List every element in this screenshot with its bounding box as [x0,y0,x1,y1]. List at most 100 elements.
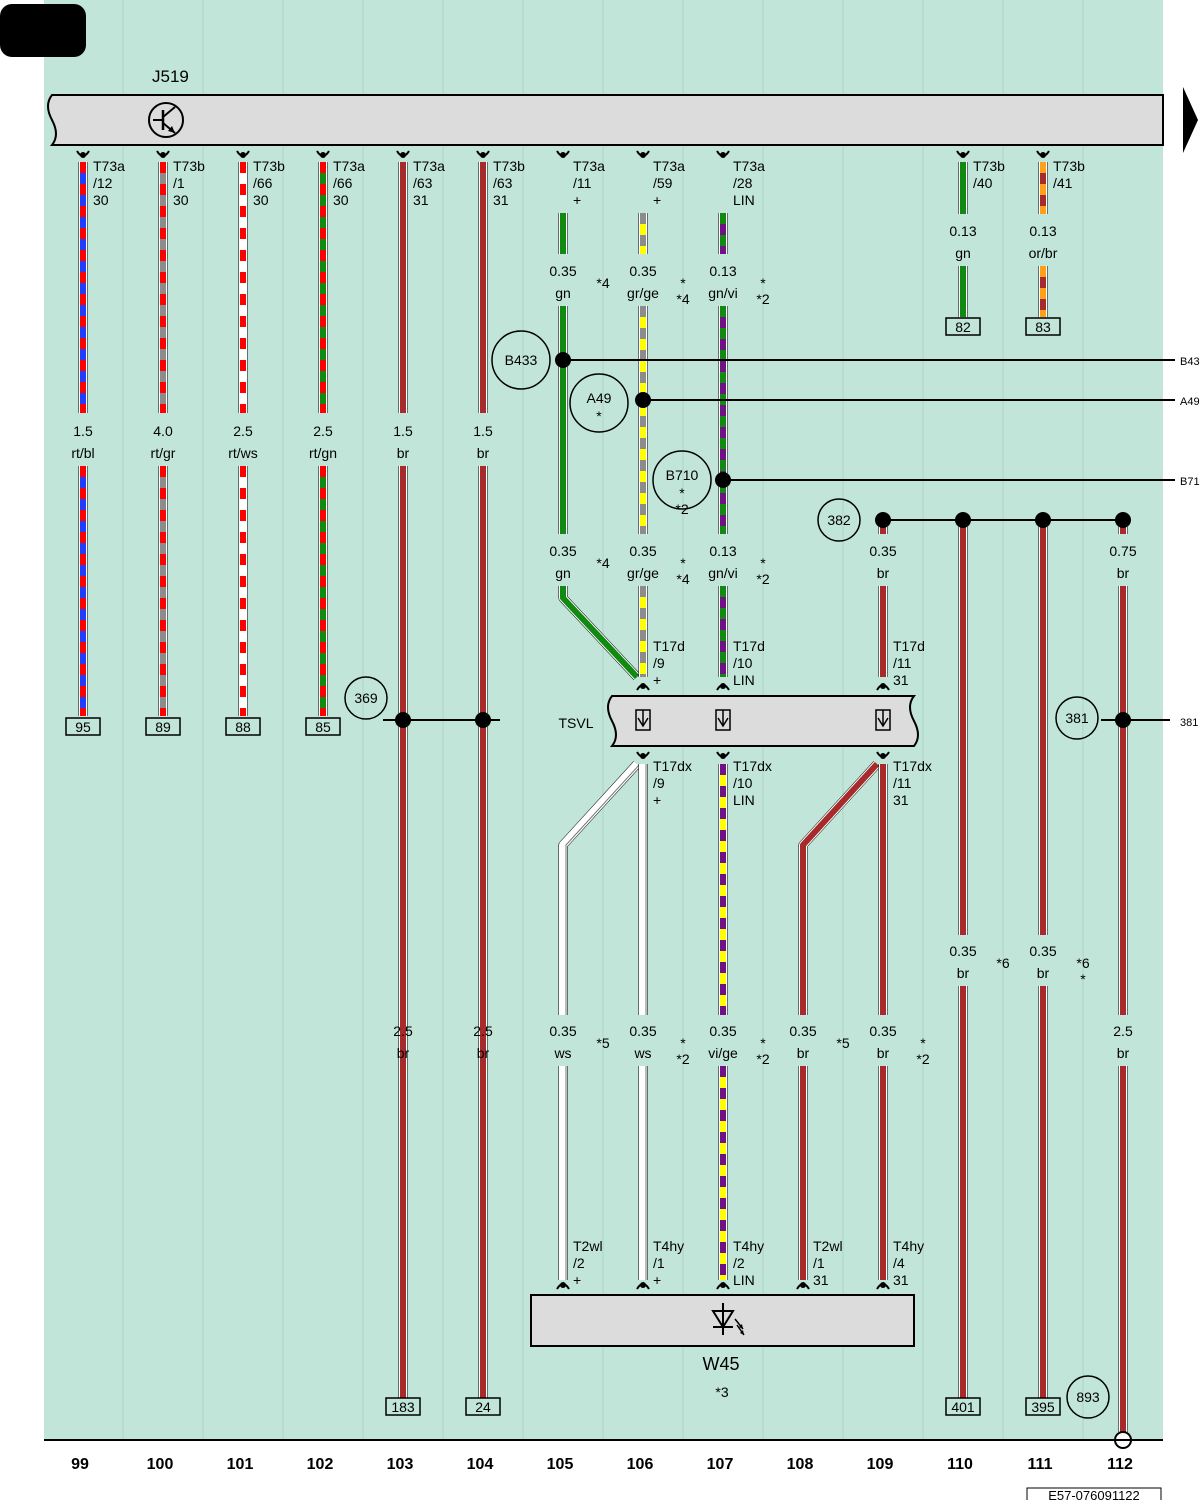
wire-color-label: rt/gr [151,445,176,461]
wire-color-label: br [877,565,890,581]
footnote-line: * [679,485,685,501]
pin-label: /4 [893,1255,905,1271]
pin-label: /10 [733,655,753,671]
transistor-collector [162,106,176,118]
wire-size-label: 0.13 [949,223,976,239]
pin-terminal-icon [716,751,730,759]
wire-color-label: gr/ge [627,285,659,301]
pin-label: + [653,672,661,688]
pin-label: T17d [653,638,685,654]
pin-dot [720,683,726,689]
wire-105 [558,1066,568,1280]
pin-label: T17dx [733,758,772,774]
wire-105-diag [558,586,641,681]
wire-size-label: 0.35 [789,1023,816,1039]
wire-layer [78,162,1128,1432]
pin-label: /41 [1053,175,1073,191]
column-number: 108 [787,1456,814,1473]
right-reference: A49 [1180,396,1200,408]
pin-terminal-icon [236,150,250,158]
page-tab-marker [0,4,86,57]
connection-circle [817,498,861,542]
pin-terminal-icon [636,683,650,691]
led-ray-heads [739,1324,744,1335]
pin-dot [800,1282,806,1288]
pin-dot [880,1282,886,1288]
wire-108-diag [798,760,881,1015]
pin-terminal-icon [76,150,90,158]
footnote-line: *4 [596,275,609,291]
column-number: 99 [71,1456,89,1473]
wire-size-label: 0.35 [629,543,656,559]
wire-size-label: 0.35 [949,943,976,959]
wire-size-label: 2.5 [313,423,333,439]
wire-size-label: 0.35 [549,263,576,279]
reference-box [945,317,981,336]
footnote-line: *4 [676,571,689,587]
pin-terminal-icon [476,150,490,158]
pin-dot [880,683,886,689]
footnote-label: **2 [756,275,769,307]
pin-dot [640,152,646,158]
reference-number: 83 [1035,319,1051,335]
reference-box [225,717,261,736]
footer-code-box [1026,1487,1162,1500]
pin-label: T4hy [653,1238,684,1254]
pin-dot [160,152,166,158]
pin-label: T73a [733,158,765,174]
pin-label: /2 [573,1255,585,1271]
pin-label: /66 [253,175,273,191]
wire-size-label: 0.35 [709,1023,736,1039]
wire-color-label: gn/vi [708,565,738,581]
wire-size-label: 0.35 [549,543,576,559]
reference-box [385,1397,421,1416]
footnote-label: *5 [596,1035,609,1051]
pin-label: 31 [813,1272,829,1288]
pin-terminal-icon [556,1282,570,1290]
reference-box [145,717,181,736]
wire-color-label: rt/ws [228,445,258,461]
pin-terminal-icon [956,150,970,158]
pin-label: + [653,192,661,208]
pin-label: T73a [573,158,605,174]
footer-code: E57-076091122 [1048,1488,1140,1500]
pin-label: /1 [653,1255,665,1271]
footnote-line: * [760,275,766,291]
wire-color-label: gn [555,285,571,301]
pin-label: 30 [93,192,109,208]
wire-size-label: 0.35 [549,1023,576,1039]
pin-label: /10 [733,775,753,791]
pin-label: T2wl [573,1238,603,1254]
connection-label: A49 [587,390,612,406]
wire-size-label: 1.5 [473,423,493,439]
wire-color-label: rt/bl [71,445,94,461]
footnote-label: **2 [676,1035,689,1067]
pin-label: T4hy [893,1238,924,1254]
pin-label: /66 [333,175,353,191]
connector-pin-icon [875,709,891,731]
pin-label: T17d [893,638,925,654]
pin-dot [80,152,86,158]
pin-label: 31 [493,192,509,208]
connection-label: 381 [1065,710,1089,726]
pin-dot [960,152,966,158]
pin-label: /1 [173,175,185,191]
footnote-label: **4 [676,555,689,587]
pin-label: T17d [733,638,765,654]
pin-terminal-icon [636,751,650,759]
pin-terminal-icon [876,751,890,759]
pin-dot [640,1282,646,1288]
reference-box [65,717,101,736]
pin-dot [720,152,726,158]
wire-color-label: br [877,1045,890,1061]
pin-label: T73a [333,158,365,174]
wire-color-label: gr/ge [627,565,659,581]
pin-terminal-icon [716,1282,730,1290]
junction-dot [1115,512,1131,528]
wire-color-label: br [957,965,970,981]
pin-dot [720,753,726,759]
reference-number: 82 [955,319,971,335]
pin-label: 30 [173,192,189,208]
footnote-label: **4 [676,275,689,307]
reference-number: 24 [475,1399,491,1415]
